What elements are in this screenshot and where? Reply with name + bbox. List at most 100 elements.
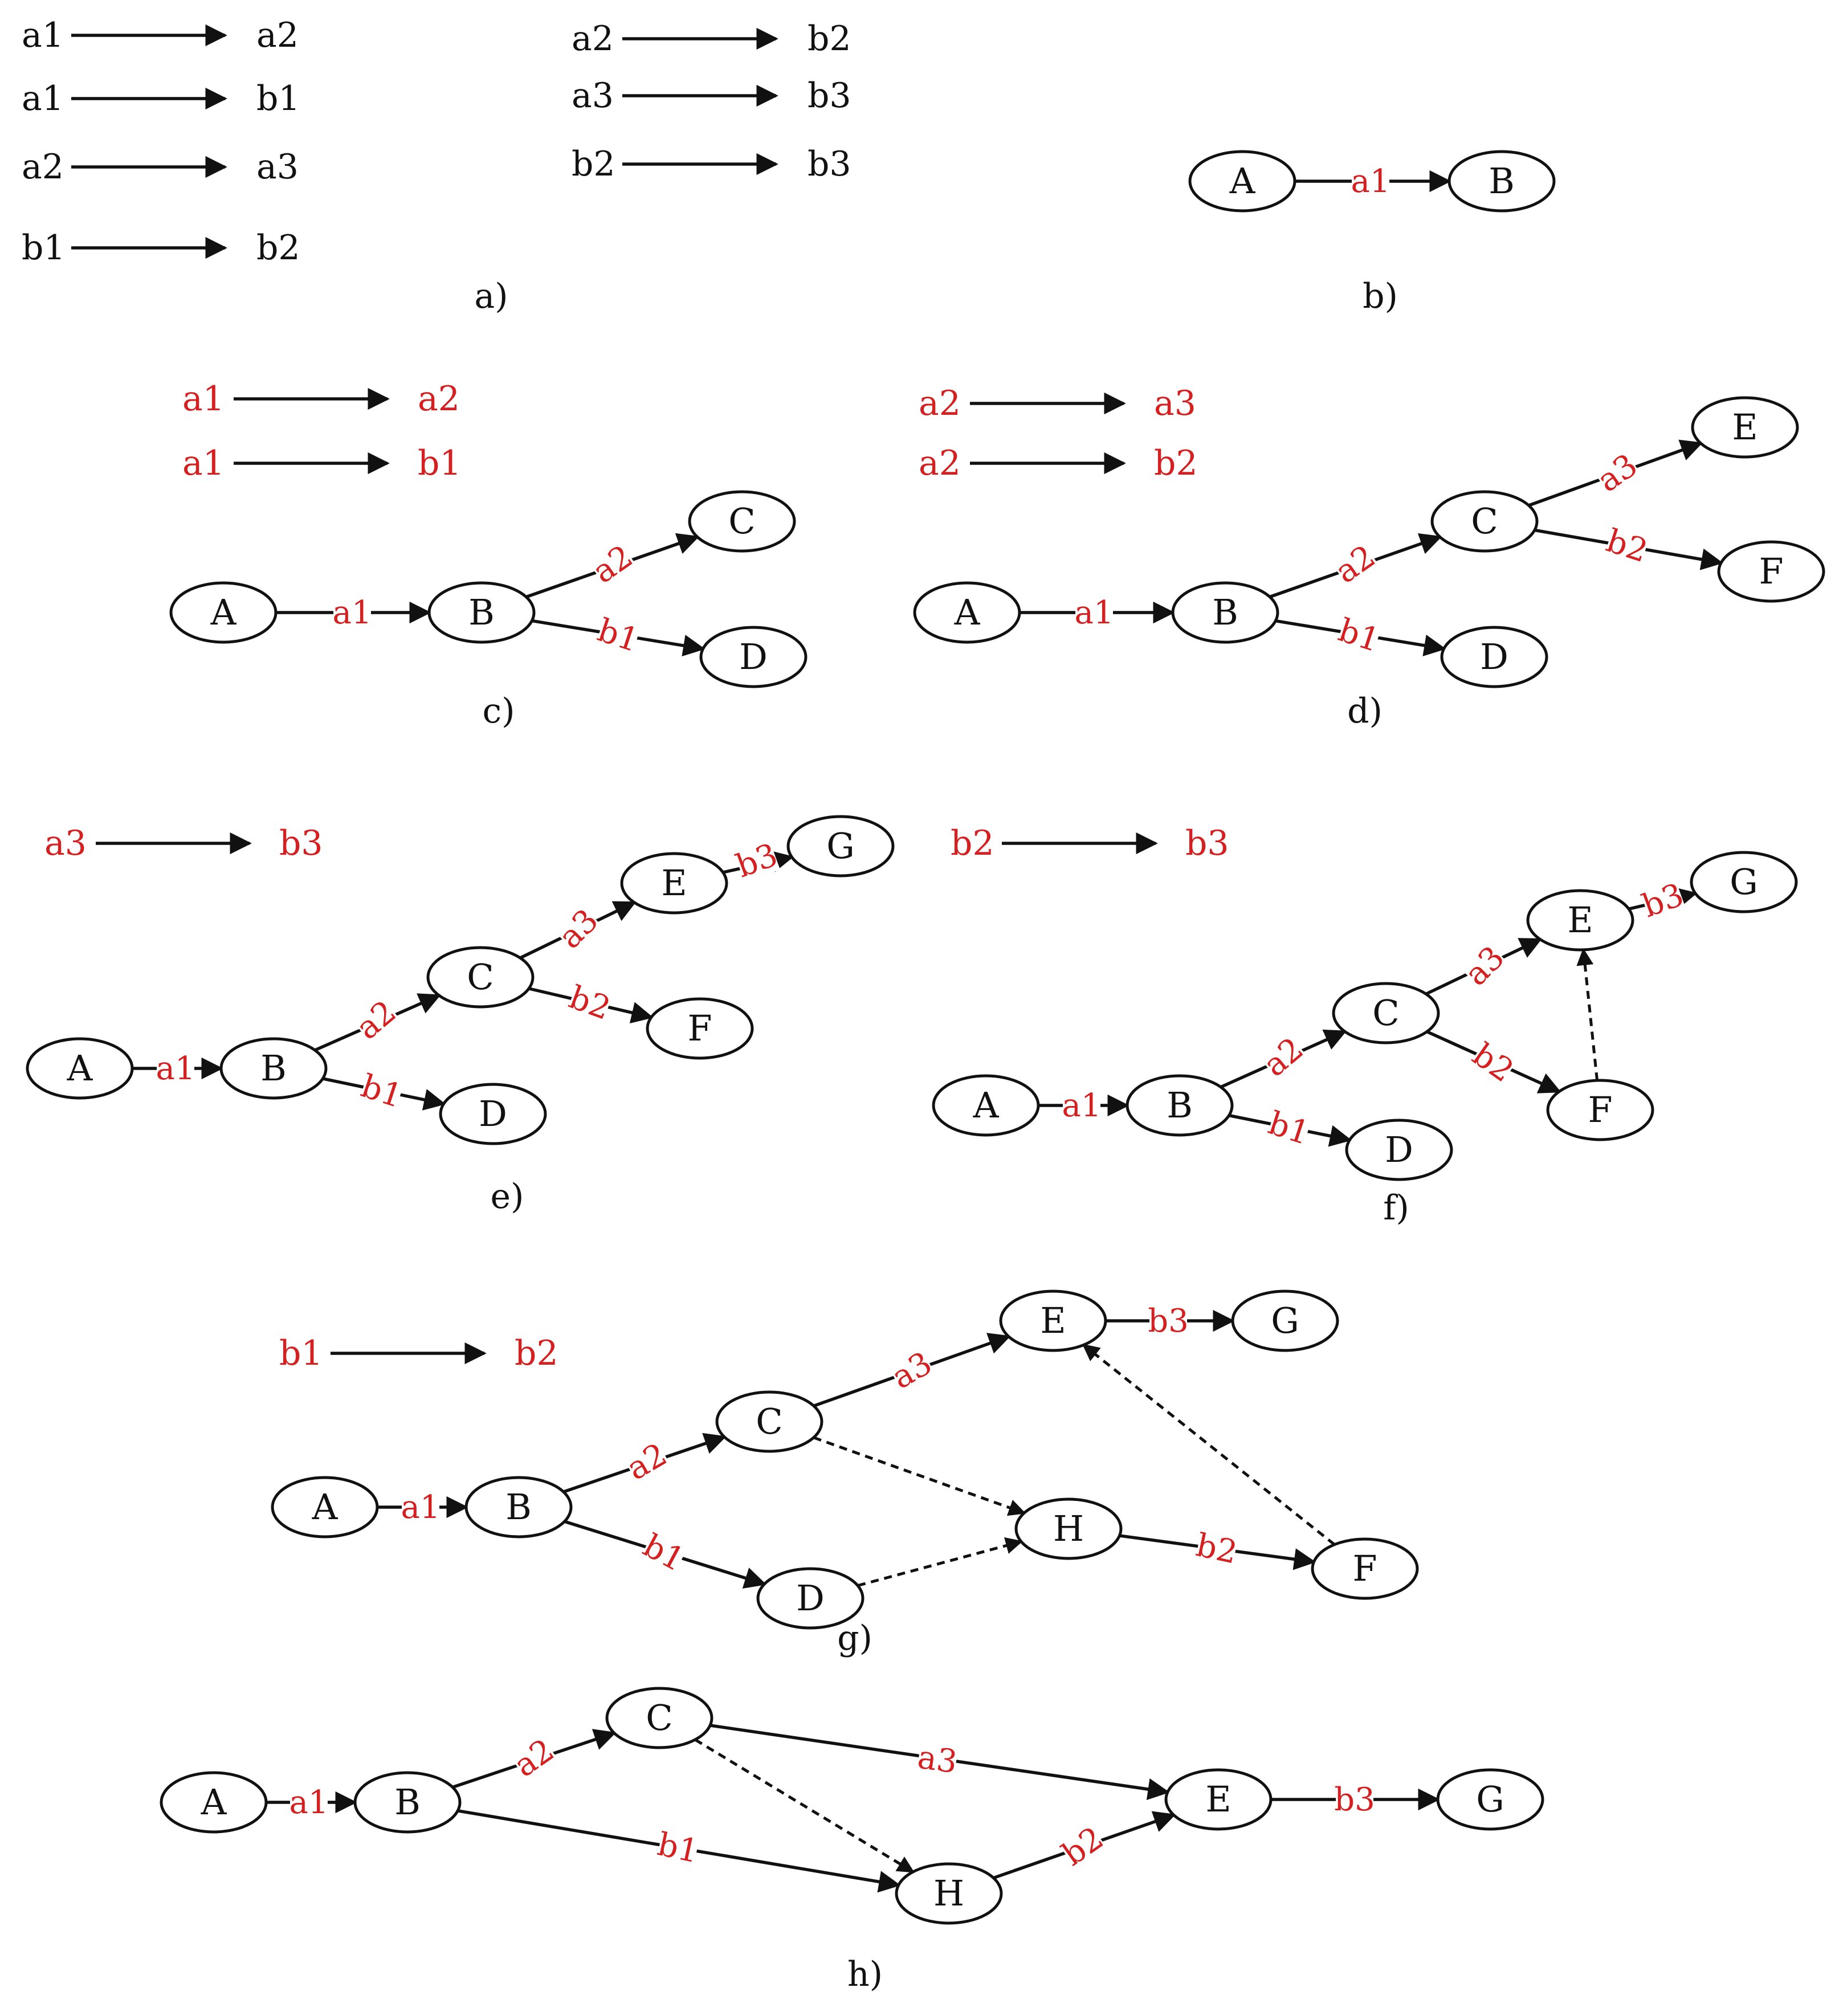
node-label: B <box>468 591 495 633</box>
node-ellipse <box>620 852 728 915</box>
edge-label: b1 <box>637 1527 691 1579</box>
node-a: A <box>26 1037 134 1100</box>
edge-label-background <box>656 1827 700 1868</box>
rule-source-label: a2 <box>22 147 64 187</box>
node-ellipse <box>26 1037 134 1100</box>
node-ellipse <box>1717 540 1825 603</box>
edge-label-background <box>1336 614 1383 657</box>
rule-target-label: b3 <box>1185 823 1229 863</box>
edge-label: a1 <box>332 594 372 631</box>
edge-label-background <box>351 995 401 1045</box>
rule-source-label: a2 <box>572 19 614 59</box>
edge-label: a2 <box>1257 1030 1311 1084</box>
edge-label: a2 <box>349 993 403 1047</box>
rule-source-label: a1 <box>182 379 225 419</box>
node-label: D <box>1480 636 1508 678</box>
node-ellipse <box>1546 1079 1654 1141</box>
node-ellipse <box>932 1074 1040 1137</box>
rule-source-label: b2 <box>951 823 994 863</box>
node-e: E <box>1164 1768 1273 1831</box>
edge-label: b2 <box>1193 1527 1240 1571</box>
node-ellipse <box>1164 1768 1273 1831</box>
node-label: D <box>1385 1129 1413 1170</box>
rule-target-label: a2 <box>256 15 299 55</box>
panel-caption: a) <box>474 276 508 316</box>
node-ellipse <box>1332 982 1440 1044</box>
node-label: H <box>933 1872 964 1914</box>
node-a: A <box>913 581 1021 644</box>
edge-label: a1 <box>1062 1087 1101 1124</box>
node-g: G <box>1231 1289 1339 1352</box>
panel-caption: d) <box>1347 691 1383 731</box>
edge-label: a2 <box>586 538 639 591</box>
edge-label: b3 <box>1148 1303 1188 1340</box>
node-d: D <box>1440 626 1548 688</box>
edge-label-background <box>1330 540 1380 589</box>
panel-caption: c) <box>482 691 515 731</box>
node-e: E <box>999 1289 1107 1352</box>
node-label: A <box>1229 160 1256 202</box>
rule-source-label: a1 <box>182 443 225 483</box>
edge-label: b2 <box>1466 1036 1520 1089</box>
node-label: G <box>1476 1778 1504 1820</box>
edge-f-to-e <box>1576 948 1599 1081</box>
panel-caption: e) <box>491 1177 524 1217</box>
edge-label-background <box>1063 1089 1100 1122</box>
node-ellipse <box>1231 1289 1339 1352</box>
node-ellipse <box>1188 150 1296 213</box>
rule-b2-to-b3: b2 b3 <box>951 823 1229 863</box>
node-ellipse <box>1014 1497 1123 1560</box>
node-ellipse <box>169 581 278 644</box>
node-label: A <box>954 591 981 633</box>
node-label: C <box>1471 500 1498 542</box>
edge-label-background <box>402 1491 439 1524</box>
node-label: C <box>467 956 494 998</box>
node-label: G <box>826 825 855 867</box>
edge-label-background <box>588 540 638 589</box>
node-label: E <box>1732 406 1758 448</box>
node-d: D <box>1345 1119 1453 1181</box>
node-f: F <box>1717 540 1825 603</box>
node-ellipse <box>1345 1119 1453 1181</box>
node-ellipse <box>464 1476 573 1538</box>
node-ellipse <box>426 946 535 1009</box>
edge-label-background <box>290 1786 328 1819</box>
edge-label: b1 <box>654 1826 702 1870</box>
node-ellipse <box>439 1083 547 1145</box>
edge-label-background <box>1336 1783 1373 1816</box>
edge-c-to-h <box>694 1738 915 1874</box>
node-d: D <box>699 626 808 688</box>
node-c: C <box>1332 982 1440 1044</box>
edge-label-background <box>1468 1038 1518 1087</box>
node-f: F <box>646 997 754 1060</box>
node-label: G <box>1271 1300 1299 1341</box>
node-label: C <box>646 1697 672 1739</box>
edge-c-to-h <box>813 1436 1026 1516</box>
node-label: A <box>210 591 237 633</box>
node-f: F <box>1546 1079 1654 1141</box>
edge-label: a1 <box>401 1489 440 1526</box>
node-ellipse <box>353 1771 462 1834</box>
panel-caption: g) <box>837 1618 872 1658</box>
edge-label-background <box>1592 448 1642 497</box>
panel-caption: f) <box>1383 1188 1409 1228</box>
rule-target-label: b1 <box>418 443 462 483</box>
edge-label-background <box>566 981 613 1025</box>
node-ellipse <box>1436 1768 1544 1831</box>
node-label: A <box>201 1781 227 1823</box>
node-ellipse <box>605 1687 713 1749</box>
rule-target-label: b1 <box>256 79 300 119</box>
edge-label-background <box>1075 596 1113 629</box>
edge-label: b1 <box>1334 612 1384 660</box>
edge-label: a3 <box>1458 939 1512 993</box>
rule-source-label: b2 <box>572 144 615 184</box>
panel-caption: h) <box>847 1954 883 1994</box>
